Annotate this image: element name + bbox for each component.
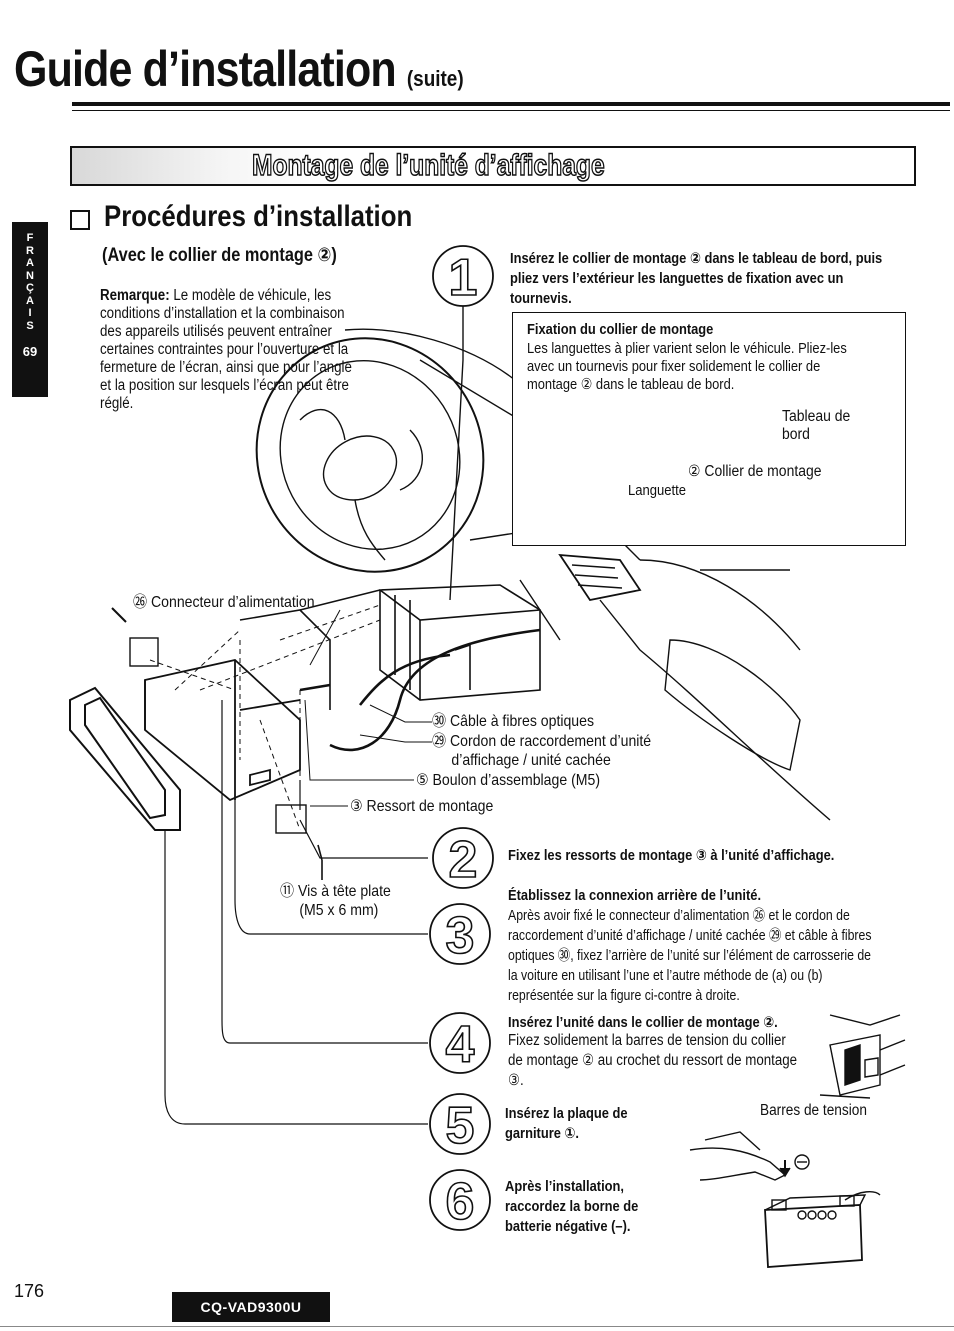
step-2-text: Fixez les ressorts de montage ③ à l’unit…	[508, 847, 835, 864]
title-rule-thin	[72, 110, 950, 111]
remark-label: Remarque:	[100, 287, 170, 304]
display-unit-illustration	[144, 659, 301, 802]
step-3-number: 3	[446, 907, 475, 965]
step-1-text: Insérez le collier de montage ② dans le …	[510, 250, 883, 307]
label-collier-de-montage: ② Collier de montage	[688, 463, 822, 480]
battery-illustration	[689, 1131, 881, 1268]
label-vis-line-2: (M5 x 6 mm)	[299, 902, 379, 919]
label-connecteur-alimentation: ㉖ Connecteur d’alimentation	[133, 594, 315, 611]
remark-paragraph: Remarque: Le modèle de véhicule, les con…	[100, 287, 358, 413]
label-cordon-line-1: ㉙ Cordon de raccordement d’unité	[432, 733, 652, 750]
step-4-number: 4	[446, 1016, 475, 1074]
label-barres-de-tension: Barres de tension	[760, 1102, 867, 1119]
step-1-number: 1	[449, 249, 478, 307]
procedures-heading: Procédures d’installation	[104, 200, 413, 233]
language-tab: F R A N Ç A I S 69	[12, 222, 48, 397]
step-5-number: 5	[446, 1097, 475, 1155]
step-3-circle	[429, 903, 491, 965]
step-2-number: 2	[449, 831, 478, 889]
step-3-title: Établissez la connexion arrière de l’uni…	[508, 887, 762, 904]
step-5-text: Insérez la plaque de garniture ①.	[505, 1105, 628, 1142]
language-tab-page: 69	[22, 344, 38, 359]
trim-plate-illustration	[69, 686, 181, 831]
fixation-title: Fixation du collier de montage	[527, 321, 714, 338]
step-5-circle	[429, 1093, 491, 1155]
section-banner	[70, 146, 916, 186]
fixation-box	[512, 312, 906, 546]
label-cordon-raccordement: ㉙ Cordon de raccordement d’unité d’affic…	[432, 732, 651, 770]
fixation-text: Les languettes à plier varient selon le …	[527, 340, 847, 393]
section-banner-title: Montage de l’unité d’affichage	[251, 148, 605, 183]
label-languette: Languette	[628, 483, 687, 499]
steering-wheel-illustration	[255, 328, 541, 573]
label-ressort-montage: ③ Ressort de montage	[350, 798, 494, 815]
step-6-number: 6	[446, 1173, 475, 1231]
label-vis-tete-plate: ⑪ Vis à tête plate (M5 x 6 mm)	[280, 882, 391, 920]
cables-illustration	[299, 628, 541, 752]
footer-rule	[0, 1326, 954, 1327]
step-6-circle	[429, 1169, 491, 1231]
label-vis-line-1: ⑪ Vis à tête plate	[280, 883, 391, 900]
step-4-circle	[429, 1012, 491, 1074]
step-circles	[429, 245, 494, 1231]
page-title-text: Guide d’installation	[14, 41, 397, 97]
step-1-circle	[432, 245, 494, 307]
step-4-text: Fixez solidement la barres de tension du…	[508, 1032, 798, 1089]
label-cable-fibres-optiques: ㉚ Câble à fibres optiques	[432, 713, 595, 730]
tension-bar-illustration	[819, 1014, 906, 1099]
language-tab-label: F R A N Ç A I S	[26, 232, 34, 332]
step-4-title: Insérez l’unité dans le collier de monta…	[508, 1014, 778, 1031]
model-badge: CQ-VAD9300U	[172, 1292, 330, 1322]
step-3-text: Après avoir fixé le connecteur d’aliment…	[508, 907, 872, 1004]
spring-bracket-top	[129, 637, 159, 667]
page-title-suffix: (suite)	[406, 66, 464, 91]
label-boulon-assemblage: ⑤ Boulon d’assemblage (M5)	[416, 772, 601, 789]
remark-text: Le modèle de véhicule, les conditions d’…	[100, 287, 352, 412]
step-2-circle	[432, 827, 494, 889]
procedures-subheading: (Avec le collier de montage ②)	[102, 245, 337, 266]
page-title: Guide d’installation (suite)	[14, 40, 464, 98]
label-tableau-de-bord: Tableau de bord	[782, 408, 851, 443]
title-rule	[72, 102, 950, 106]
spring-bracket-bottom	[275, 804, 307, 834]
checkbox-square-icon	[70, 210, 90, 230]
page-number: 176	[14, 1281, 45, 1301]
step-6-text: Après l’installation, raccordez la borne…	[505, 1178, 639, 1235]
mounting-collar-illustration	[239, 584, 541, 710]
label-cordon-line-2: d’affichage / unité cachée	[451, 752, 611, 769]
